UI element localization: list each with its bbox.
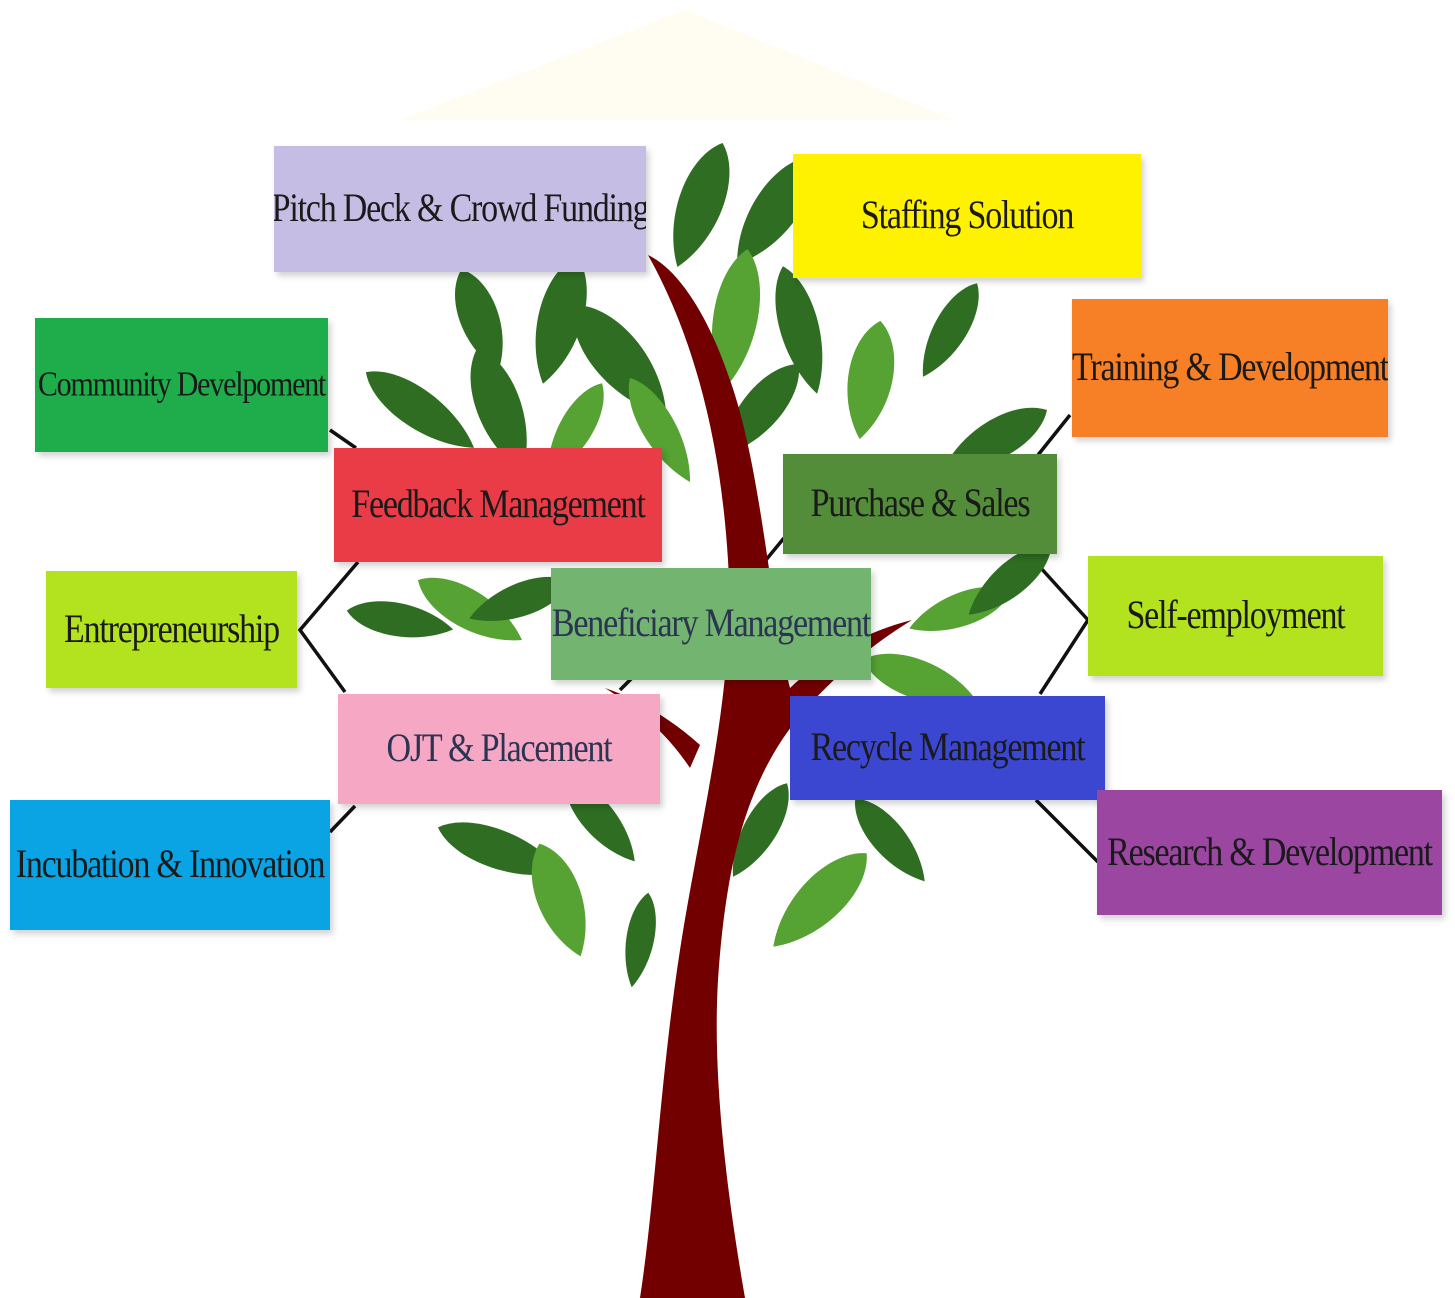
node-research-development: Research & Development: [1097, 790, 1442, 915]
node-self-employment: Self-employment: [1088, 556, 1383, 676]
node-label: Self-employment: [1126, 593, 1345, 638]
node-pitch-deck-crowd-funding: Pitch Deck & Crowd Funding: [274, 146, 646, 272]
node-entrepreneurship: Entrepreneurship: [46, 571, 297, 688]
node-label: Recycle Management: [810, 725, 1086, 770]
node-feedback-management: Feedback Management: [334, 448, 662, 562]
node-label: Incubation & Innovation: [15, 842, 326, 887]
node-label: Feedback Management: [351, 482, 646, 527]
node-label: Pitch Deck & Crowd Funding: [274, 186, 646, 231]
node-label: Entrepreneurship: [64, 607, 280, 651]
tree-trunk: [640, 255, 912, 1298]
tree-branch: [605, 688, 700, 768]
node-incubation-innovation: Incubation & Innovation: [10, 800, 330, 930]
node-label: Research & Development: [1107, 830, 1433, 874]
node-recycle-management: Recycle Management: [790, 696, 1105, 800]
node-purchase-sales: Purchase & Sales: [783, 454, 1057, 554]
node-ojt-placement: OJT & Placement: [338, 694, 660, 804]
node-training-development: Training & Development: [1072, 299, 1388, 437]
node-beneficiary-management: Beneficiary Management: [551, 568, 871, 680]
node-label: Community Develpoment: [37, 364, 326, 404]
node-community-development: Community Develpoment: [35, 318, 328, 452]
node-label: OJT & Placement: [386, 726, 613, 771]
node-label: Training & Development: [1072, 345, 1388, 390]
node-label: Purchase & Sales: [810, 481, 1031, 526]
roof-shape: [400, 10, 955, 120]
node-label: Staffing Solution: [860, 193, 1074, 238]
node-label: Beneficiary Management: [551, 601, 871, 646]
node-staffing-solution: Staffing Solution: [793, 154, 1141, 278]
